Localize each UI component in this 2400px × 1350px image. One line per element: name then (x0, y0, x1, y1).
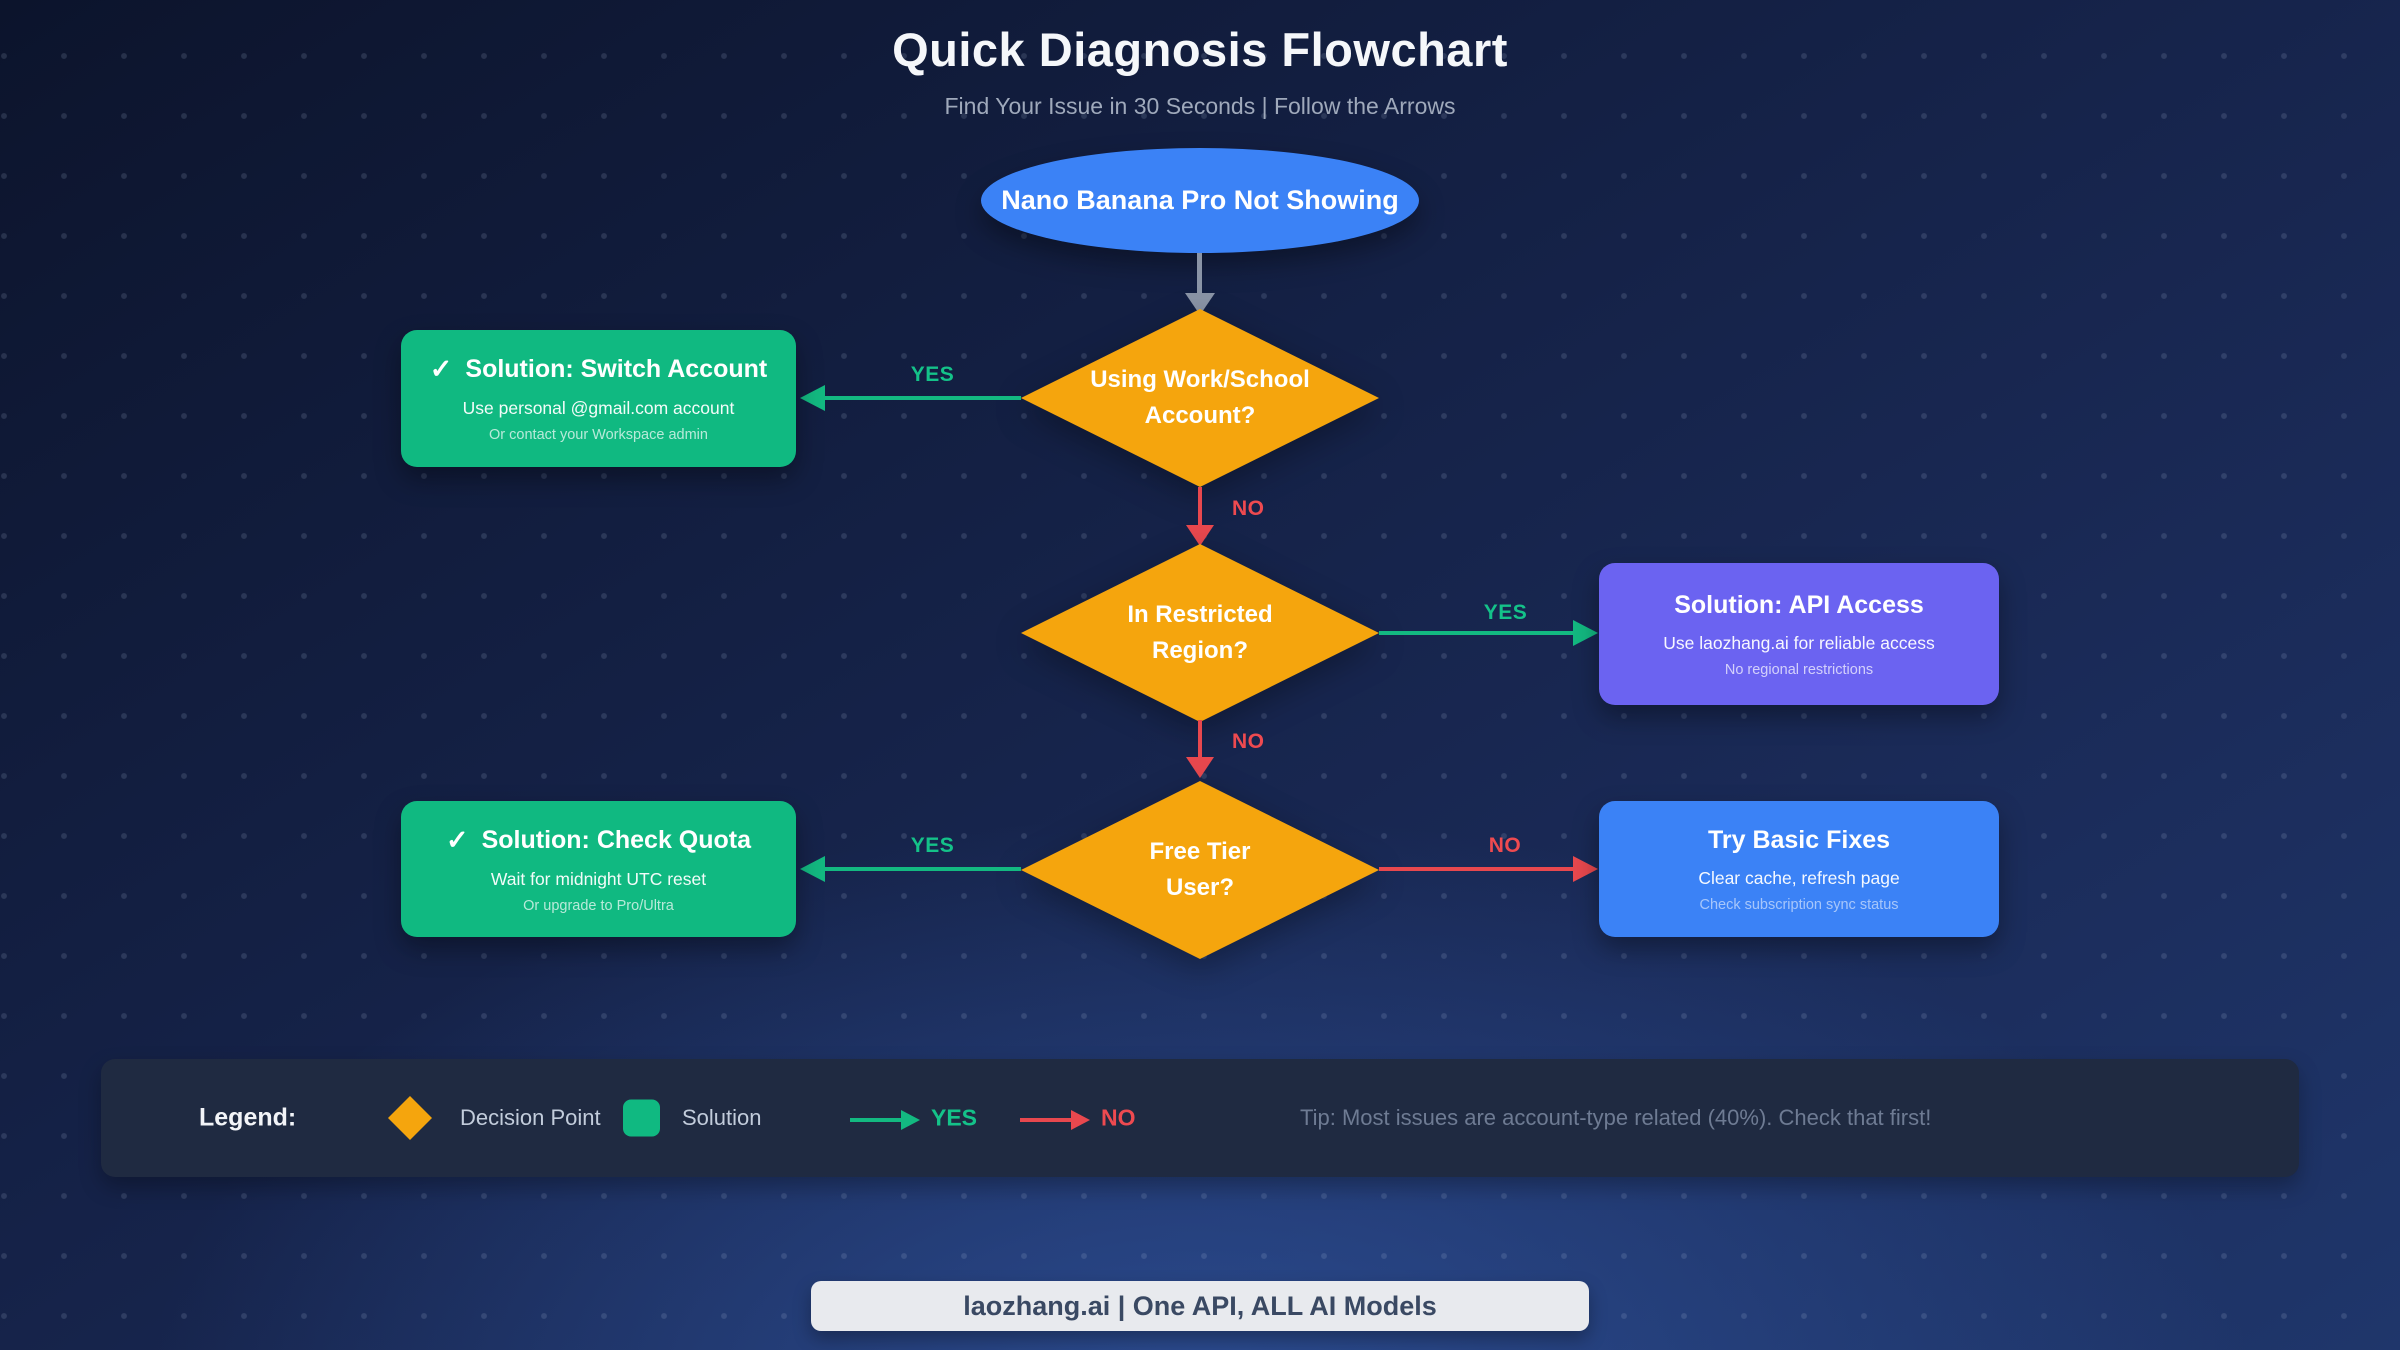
legend-bar: Legend: Decision Point Solution YES NO T… (101, 1059, 2299, 1177)
no-arrow-icon (1020, 1110, 1090, 1130)
decision-diamond-shape: Using Work/School Account? (1021, 309, 1379, 487)
decision-diamond-shape: In Restricted Region? (1021, 544, 1379, 722)
arrow-down-icon (1185, 293, 1215, 315)
solution-api-access-title: Solution: API Access (1674, 590, 1924, 619)
solution-check-quota-title: Solution: Check Quota (481, 825, 752, 854)
arrow-right-icon (1573, 856, 1598, 882)
decision-1-line2: Account? (1144, 401, 1256, 429)
edge-no-3-line (1379, 867, 1573, 871)
edge-no-1-line (1198, 487, 1202, 525)
arrow-down-icon (1186, 525, 1214, 546)
solution-check-quota: ✓ Solution: Check Quota Wait for midnigh… (401, 801, 796, 937)
start-node: Nano Banana Pro Not Showing (981, 148, 1419, 253)
yes-arrow-icon (850, 1110, 920, 1130)
legend-tip-text: Tip: Most issues are account-type relate… (1300, 1105, 1932, 1130)
decision-restricted-region: In Restricted Region? (1021, 544, 1379, 722)
edge-yes-3-line (824, 867, 1021, 871)
solution-check-quota-line1: Wait for midnight UTC reset (490, 868, 707, 889)
footer-brand-text: laozhang.ai | One API, ALL AI Models (963, 1290, 1437, 1321)
legend-no-label: NO (1101, 1104, 1136, 1131)
edge-label-yes-2: YES (1483, 601, 1528, 624)
legend-decision-label: Decision Point (460, 1105, 601, 1130)
edge-label-no-3: NO (1488, 834, 1522, 857)
solution-basic-fixes-line2: Check subscription sync status (1699, 896, 1899, 913)
solution-switch-account-line1: Use personal @gmail.com account (462, 398, 735, 418)
page-title: Quick Diagnosis Flowchart (892, 23, 1508, 76)
arrow-right-icon (1573, 620, 1598, 646)
connector-start-line (1197, 253, 1202, 293)
arrow-left-icon (800, 856, 825, 882)
solution-api-access-line1: Use laozhang.ai for reliable access (1663, 632, 1935, 653)
edge-label-no-1: NO (1232, 497, 1265, 520)
decision-2-line1: In Restricted (1127, 601, 1273, 629)
solution-basic-fixes: Try Basic Fixes Clear cache, refresh pag… (1599, 801, 1999, 937)
start-node-label: Nano Banana Pro Not Showing (1001, 185, 1399, 215)
decision-1-line1: Using Work/School (1090, 366, 1310, 394)
check-icon: ✓ (445, 824, 469, 855)
solution-switch-account-title: Solution: Switch Account (465, 355, 768, 383)
check-icon: ✓ (429, 354, 453, 384)
legend-solution-label: Solution (682, 1105, 762, 1130)
decision-free-tier: Free Tier User? (1021, 781, 1379, 959)
solution-api-access-line2: No regional restrictions (1724, 661, 1874, 678)
page-subtitle: Find Your Issue in 30 Seconds | Follow t… (944, 93, 1456, 119)
solution-check-quota-line2: Or upgrade to Pro/Ultra (523, 897, 674, 914)
edge-yes-2-line (1379, 631, 1573, 635)
arrow-left-icon (800, 385, 825, 411)
decision-3-line1: Free Tier (1149, 838, 1251, 866)
decision-diamond-shape: Free Tier User? (1021, 781, 1379, 959)
edge-label-yes-1: YES (910, 363, 955, 386)
decision-2-line2: Region? (1152, 636, 1248, 664)
edge-yes-1-line (824, 396, 1021, 400)
solution-switch-account-line2: Or contact your Workspace admin (489, 427, 708, 443)
footer-brand-pill: laozhang.ai | One API, ALL AI Models (811, 1281, 1589, 1331)
solution-basic-fixes-line1: Clear cache, refresh page (1698, 867, 1900, 888)
solution-icon (623, 1099, 660, 1137)
edge-no-2-line (1198, 720, 1202, 757)
solution-api-access: Solution: API Access Use laozhang.ai for… (1599, 563, 1999, 705)
decision-work-school: Using Work/School Account? (1021, 309, 1379, 487)
edge-label-no-2: NO (1232, 730, 1265, 753)
legend-title: Legend: (199, 1103, 297, 1132)
arrow-down-icon (1186, 757, 1214, 778)
edge-label-yes-3: YES (910, 834, 955, 857)
decision-3-line2: User? (1165, 873, 1235, 901)
solution-basic-fixes-title: Try Basic Fixes (1707, 825, 1891, 854)
solution-switch-account: ✓ Solution: Switch Account Use personal … (401, 330, 796, 467)
decision-point-icon (388, 1096, 432, 1140)
legend-yes-label: YES (931, 1104, 978, 1131)
